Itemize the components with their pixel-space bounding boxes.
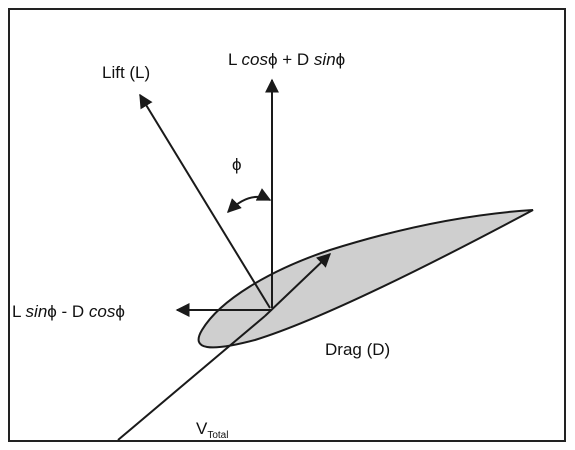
horizontal-force-label: L sinϕ - D cosϕ (12, 302, 125, 321)
angle-label: ϕ (232, 155, 242, 174)
airfoil-shape (197, 209, 534, 349)
lift-label: Lift (L) (102, 63, 150, 82)
velocity-label: VTotal (196, 419, 228, 441)
vertical-force-label: L cosϕ + D sinϕ (228, 50, 345, 69)
angle-arc (227, 188, 272, 213)
drag-label: Drag (D) (325, 340, 390, 359)
velocity-arrow (264, 253, 332, 317)
velocity-line (117, 315, 266, 441)
lift-arrow (139, 93, 271, 309)
